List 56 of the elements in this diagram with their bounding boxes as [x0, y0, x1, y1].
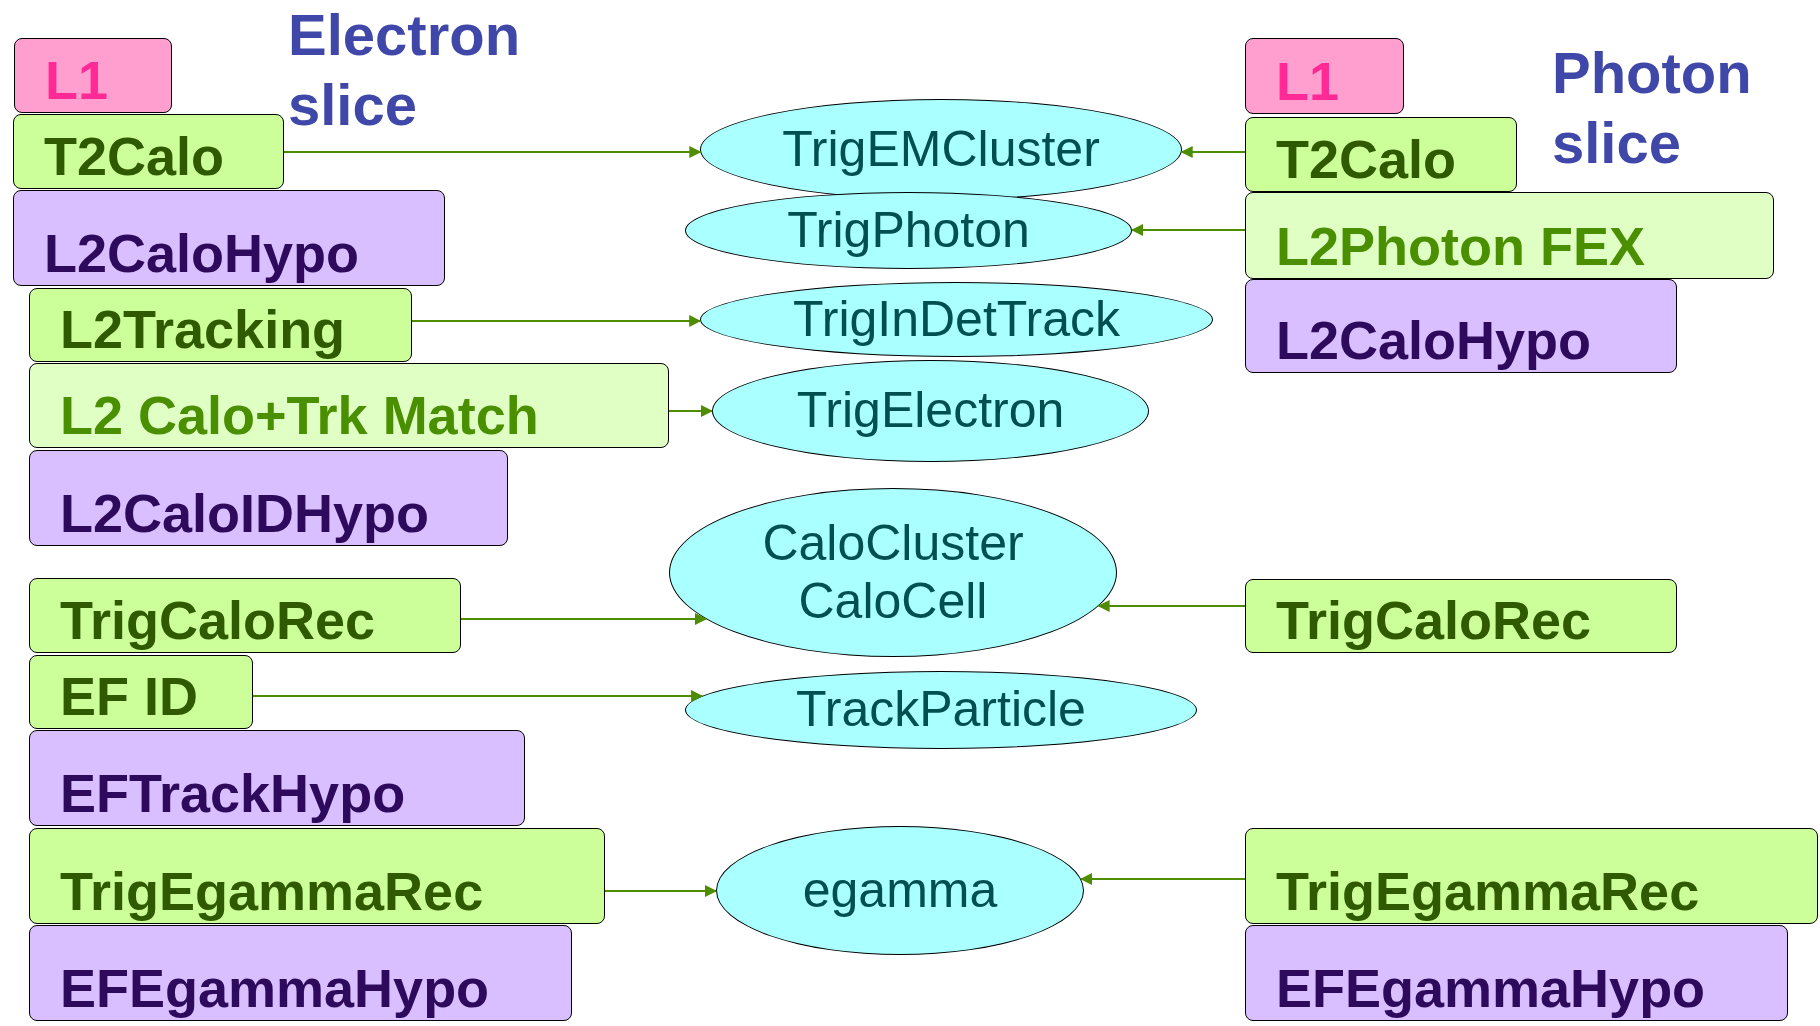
hypothesis-box	[29, 925, 572, 1021]
arrow	[668, 405, 713, 417]
algorithm-box	[13, 114, 284, 189]
algorithm-box	[1245, 579, 1677, 653]
hypothesis-box	[29, 730, 525, 826]
algorithm-box	[1245, 828, 1818, 924]
arrow	[1097, 600, 1246, 612]
slice-title: Photon slice	[1552, 39, 1753, 177]
node-label: TrigCaloRec	[1276, 590, 1592, 650]
arrow	[1080, 873, 1246, 885]
node-label: TrigEMCluster	[782, 120, 1100, 179]
arrow	[460, 613, 707, 625]
hypothesis-box	[1245, 279, 1677, 373]
node-label: T2Calo	[1276, 129, 1457, 189]
algorithm-box	[1245, 192, 1774, 279]
node-label: CaloCell	[798, 572, 988, 630]
node-label: TrigPhoton	[787, 201, 1030, 260]
level-box	[14, 38, 172, 113]
node-label: L2Photon FEX	[1276, 216, 1645, 276]
node-label: TrigEgammaRec	[60, 861, 484, 921]
arrow	[604, 885, 717, 897]
slice-title: Electron slice	[288, 1, 522, 139]
node-label: L2CaloHypo	[1276, 310, 1592, 370]
node-label: EFEgammaHypo	[60, 958, 490, 1018]
arrow	[1180, 146, 1246, 158]
level-box	[1245, 38, 1404, 114]
node-label: L1	[1276, 51, 1340, 111]
node-label: T2Calo	[44, 126, 225, 186]
node-label: TrigEgammaRec	[1276, 861, 1700, 921]
node-label: CaloCluster	[762, 515, 1024, 573]
node-label: L2 Calo+Trk Match	[60, 385, 539, 445]
node-label: EF ID	[60, 666, 198, 726]
node-label: L2CaloIDHypo	[60, 483, 430, 543]
node-label: L2CaloHypo	[44, 223, 360, 283]
node-label: TrackParticle	[796, 681, 1086, 739]
hypothesis-box	[1245, 925, 1788, 1021]
arrow	[1131, 224, 1246, 236]
algorithm-box	[29, 363, 669, 448]
arrow	[411, 315, 702, 327]
node-label: TrigElectron	[796, 382, 1065, 440]
algorithm-box	[29, 655, 253, 729]
node-label: L2Tracking	[60, 299, 346, 359]
algorithm-box	[1245, 117, 1517, 192]
arrow	[252, 690, 704, 702]
node-label: L1	[45, 50, 109, 110]
arrow	[283, 146, 702, 158]
node-label: TrigInDetTrack	[793, 290, 1120, 349]
node-label: egamma	[802, 861, 998, 920]
hypothesis-box	[29, 450, 508, 546]
algorithm-box	[29, 578, 461, 653]
hypothesis-box	[13, 190, 445, 286]
algorithm-box	[29, 288, 412, 362]
node-label: TrigCaloRec	[60, 590, 376, 650]
algorithm-box	[29, 828, 605, 924]
node-label: EFTrackHypo	[60, 763, 406, 823]
node-label: EFEgammaHypo	[1276, 958, 1706, 1018]
